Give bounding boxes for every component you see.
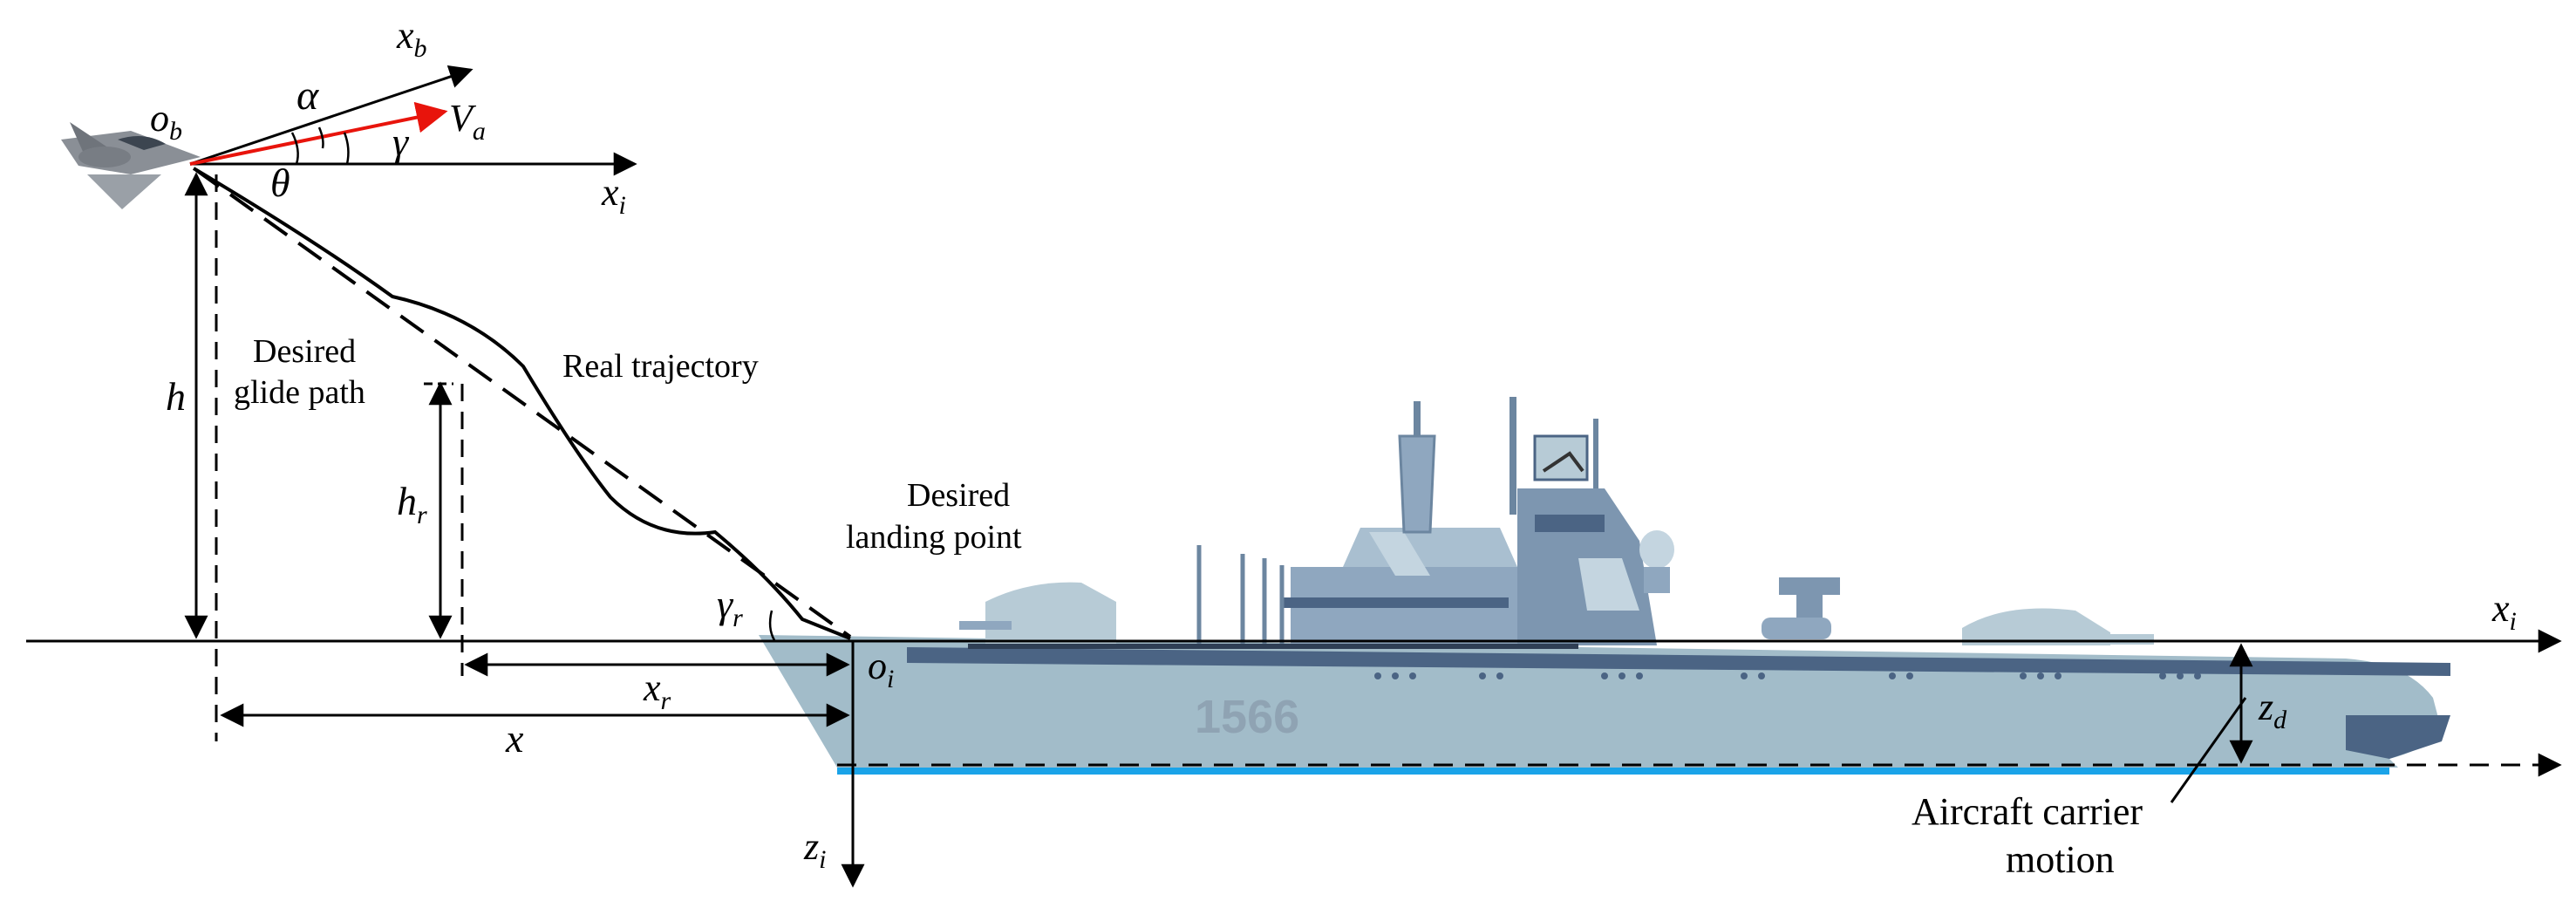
xi-right-label: xi [2491,587,2517,636]
carrier-motion-label-2: motion [2006,838,2115,881]
superstructure [1282,488,1657,645]
deck-stripe [907,647,2450,676]
real-trajectory-label: Real trajectory [562,348,759,385]
aircraft-carrier: 1566 [759,397,2450,775]
velocity-vector [189,101,448,166]
masts [1398,397,1598,534]
forward-turret [959,582,1116,645]
gamma-label: γ [392,119,410,164]
alpha-label: α [296,72,319,119]
theta-arc [290,132,299,165]
oi-label: oi [868,645,894,693]
va-label: Va [449,97,486,146]
gamma-r-label: γr [717,582,743,632]
forward-mast [1196,545,1285,645]
xb-axis [189,65,474,166]
desired-landing-point-label-2: landing point [846,519,1022,556]
stern-detail [2346,715,2450,759]
xr-label: xr [643,666,671,715]
xi-top-label: xi [601,171,626,220]
desired-glide-path-label-1: Desired [253,333,356,370]
ob-label: ob [150,97,182,146]
x-label: x [505,716,524,761]
xb-label: xb [396,14,427,63]
h-label: h [166,374,186,419]
theta-label: θ [270,160,290,205]
desired-landing-point-label-1: Desired [907,477,1010,514]
gamma-arc [343,132,350,165]
alpha-arc [317,126,324,149]
carrier-motion-label-1: Aircraft carrier [1912,790,2143,833]
desired-glide-path-label-2: glide path [234,374,365,411]
desired-glide-path [194,168,852,638]
portholes [1374,672,2201,679]
deck-railing [968,644,1578,649]
carrier-motion-pointer [2170,697,2247,803]
hull-number: 1566 [1195,691,1299,743]
hr-label: hr [397,479,427,529]
fighter-jet [61,122,201,209]
radar-dome [1639,530,1674,593]
aft-equipment [1762,577,2154,645]
gamma-r-arc [768,610,776,641]
real-trajectory [192,167,851,640]
zd-label: zd [2258,686,2287,734]
zi-label: zi [803,825,826,874]
